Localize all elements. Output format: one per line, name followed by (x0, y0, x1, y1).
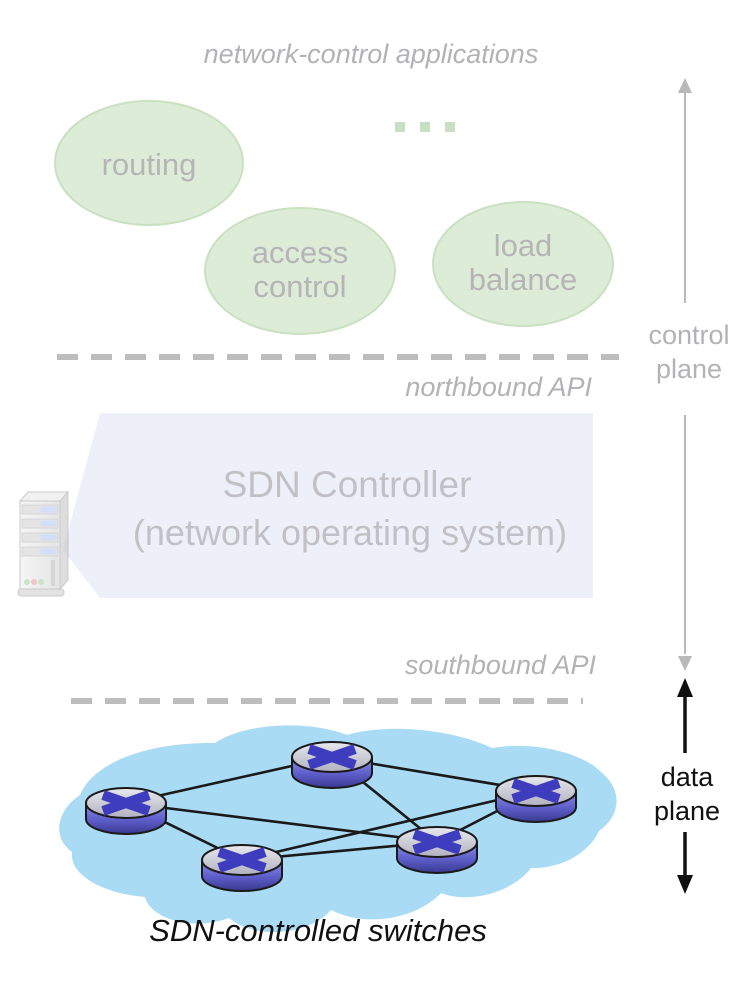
southbound-api-label: southbound API (405, 650, 597, 680)
app-ellipses: routing access control load balance (54, 100, 614, 335)
access-control-label-line2: control (253, 269, 346, 304)
control-plane-label-line2: plane (656, 354, 722, 384)
bottom-caption: SDN-controlled switches (149, 913, 487, 948)
load-balance-label-line2: balance (469, 262, 578, 297)
sdn-controller-title: SDN Controller (223, 464, 472, 505)
link-left-centerright (125, 801, 438, 844)
routing-label: routing (102, 147, 197, 182)
data-plane-label-line2: plane (654, 796, 720, 826)
load-balance-ellipse (432, 201, 614, 327)
data-plane-label-line1: data (661, 762, 715, 792)
sdn-controller-subtitle: (network operating system) (133, 512, 567, 553)
control-plane-arrowhead-down-icon (678, 656, 692, 671)
northbound-api-label: northbound API (405, 372, 592, 402)
data-plane-arrowhead-up-icon (677, 678, 693, 697)
control-plane-arrow (678, 78, 692, 671)
data-plane-arrow (677, 678, 693, 894)
server-icon (17, 490, 70, 597)
routing-ellipse (54, 100, 244, 226)
control-plane-label-line1: control (648, 320, 729, 350)
switch-left (86, 788, 166, 834)
access-control-ellipse (204, 207, 396, 335)
switch-center-right (397, 827, 477, 873)
ellipsis-dots-icon (395, 122, 455, 132)
figure-title: network-control applications (204, 39, 539, 69)
access-control-label-line1: access (252, 235, 348, 270)
switch-bottom-left (202, 845, 282, 891)
load-balance-label-line1: load (494, 228, 553, 263)
data-plane-arrowhead-down-icon (677, 875, 693, 894)
switch-right (496, 776, 576, 822)
link-bottomleft-right (241, 789, 537, 862)
sdn-controller-callout (63, 413, 593, 598)
switch-top-center (292, 742, 372, 788)
control-plane-arrowhead-up-icon (678, 78, 692, 93)
